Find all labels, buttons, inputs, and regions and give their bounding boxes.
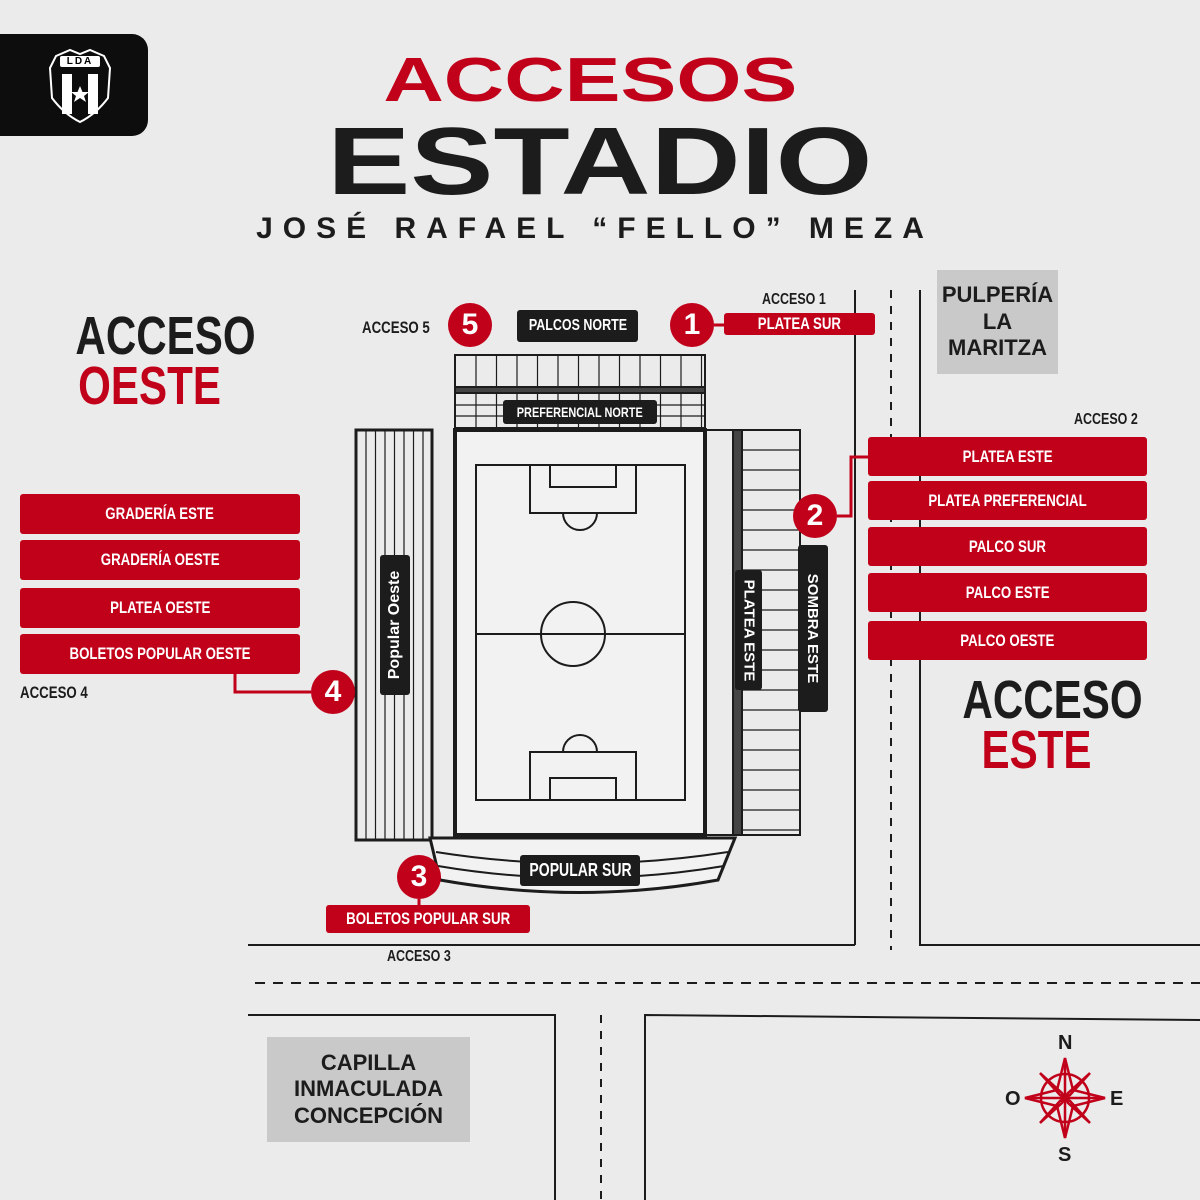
platea-este-label: PLATEA ESTE (735, 570, 762, 690)
compass-north: N (1058, 1032, 1073, 1054)
access-3-label: ACCESO 3 (387, 948, 451, 965)
pulperia-landmark: PULPERÍA LA MARITZA (937, 270, 1058, 374)
sombra-este-label: SOMBRA ESTE (798, 545, 828, 712)
compass-west: O (1005, 1088, 1021, 1110)
acceso-oeste-label: ACCESO (75, 306, 256, 366)
palco-sur-button[interactable]: PALCO SUR (868, 527, 1147, 566)
access-3-marker[interactable]: 3 (397, 855, 441, 899)
stadium-name: JOSÉ RAFAEL “FELLO” MEZA (256, 212, 934, 245)
access-2-label: ACCESO 2 (1074, 411, 1138, 428)
access-4-marker[interactable]: 4 (311, 670, 355, 714)
palco-este-button[interactable]: PALCO ESTE (868, 573, 1147, 612)
palco-oeste-button[interactable]: PALCO OESTE (868, 621, 1147, 660)
access-4-label: ACCESO 4 (20, 683, 88, 702)
boletos-popular-sur-button[interactable]: BOLETOS POPULAR SUR (326, 905, 530, 933)
title-line1: ACCESOS (383, 46, 797, 115)
access-1-marker[interactable]: 1 (670, 303, 714, 347)
access-1-label: ACCESO 1 (762, 291, 826, 308)
platea-oeste-button[interactable]: PLATEA OESTE (20, 588, 300, 628)
acceso-oeste-title: OESTE (78, 356, 222, 416)
compass-south: S (1058, 1144, 1072, 1166)
boletos-popular-oeste-button[interactable]: BOLETOS POPULAR OESTE (20, 634, 300, 674)
title-line2: ESTADIO (327, 108, 873, 215)
compass-rose-icon (1024, 1057, 1106, 1139)
platea-este-button[interactable]: PLATEA ESTE (868, 437, 1147, 476)
graderia-este-button[interactable]: GRADERÍA ESTE (20, 494, 300, 534)
shield-icon (48, 48, 112, 124)
access-5-label: ACCESO 5 (362, 318, 430, 337)
palcos-norte-label: PALCOS NORTE (517, 310, 638, 342)
preferencial-norte-label: PREFERENCIAL NORTE (503, 400, 657, 424)
popular-oeste-label: Popular Oeste (380, 555, 410, 695)
graderia-oeste-button[interactable]: GRADERÍA OESTE (20, 540, 300, 580)
access-2-marker[interactable]: 2 (793, 494, 837, 538)
platea-preferencial-button[interactable]: PLATEA PREFERENCIAL (868, 481, 1147, 520)
capilla-landmark: CAPILLA INMACULADA CONCEPCIÓN (267, 1037, 470, 1142)
club-logo-badge: LDA (0, 34, 148, 136)
access-5-marker[interactable]: 5 (448, 303, 492, 347)
compass-east: E (1110, 1088, 1124, 1110)
platea-sur-button[interactable]: PLATEA SUR (724, 313, 875, 335)
popular-sur-label: POPULAR SUR (520, 855, 640, 886)
acceso-este-title: ESTE (981, 720, 1093, 780)
acceso-este-label: ACCESO (962, 670, 1143, 730)
logo-text: LDA (60, 56, 100, 67)
